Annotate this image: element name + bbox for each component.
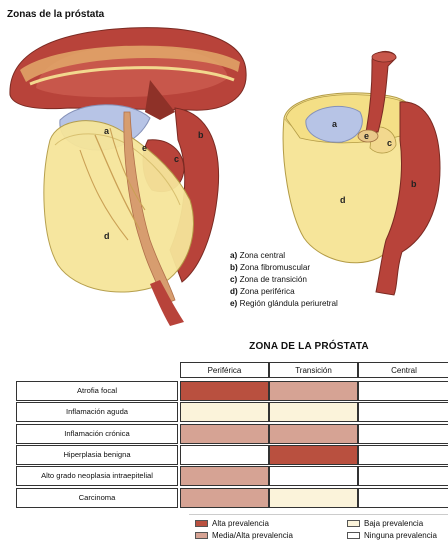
row-label: Inflamación aguda — [16, 402, 178, 422]
prevalence-cell — [180, 445, 269, 465]
zone-legend-item: b) Zona fibromuscular — [230, 262, 310, 274]
zone-legend-item: d) Zona periférica — [230, 286, 295, 298]
table-title: ZONA DE LA PRÓSTATA — [220, 341, 398, 352]
prostate-illustration: a b c d e a b c d e — [0, 0, 448, 330]
key-swatch-ninguna — [347, 532, 360, 539]
cross-section-prostate-drawing — [283, 51, 440, 295]
prevalence-cell — [358, 445, 448, 465]
zone-legend-item: c) Zona de transición — [230, 274, 307, 286]
label-c-right: c — [387, 138, 392, 148]
sagittal-prostate-drawing — [10, 28, 246, 326]
row-label: Alto grado neoplasia intraepitelial — [16, 466, 178, 486]
prevalence-cell — [358, 466, 448, 486]
row-label: Atrofia focal — [16, 381, 178, 401]
label-d-left: d — [104, 231, 110, 241]
key-label: Media/Alta prevalencia — [212, 530, 293, 541]
prevalence-cell — [269, 402, 358, 422]
prevalence-cell — [269, 424, 358, 444]
prevalence-cell — [269, 466, 358, 486]
key-label: Ninguna prevalencia — [364, 530, 437, 541]
prevalence-cell — [269, 381, 358, 401]
prevalence-cell — [180, 466, 269, 486]
label-b-right: b — [411, 179, 417, 189]
prevalence-cell — [180, 488, 269, 508]
key-label: Alta prevalencia — [212, 518, 269, 529]
row-label: Inflamación crónica — [16, 424, 178, 444]
prevalence-cell — [358, 381, 448, 401]
key-swatch-alta — [195, 520, 208, 527]
key-swatch-media-alta — [195, 532, 208, 539]
label-b-left: b — [198, 130, 204, 140]
label-e-right: e — [364, 131, 369, 141]
column-header: Periférica — [180, 362, 269, 378]
prevalence-cell — [180, 381, 269, 401]
row-label: Hiperplasia benigna — [16, 445, 178, 465]
prevalence-cell — [358, 402, 448, 422]
key-label: Baja prevalencia — [364, 518, 423, 529]
prevalence-cell — [180, 424, 269, 444]
column-header: Central — [358, 362, 448, 378]
prevalence-cell — [358, 488, 448, 508]
prevalence-cell — [358, 424, 448, 444]
key-swatch-baja — [347, 520, 360, 527]
prevalence-cell — [180, 402, 269, 422]
prevalence-cell — [269, 445, 358, 465]
zone-legend-item: e) Región glándula periuretral — [230, 298, 338, 310]
column-header: Transición — [269, 362, 358, 378]
prevalence-cell — [269, 488, 358, 508]
zone-legend-item: a) Zona central — [230, 250, 285, 262]
label-c-left: c — [174, 154, 179, 164]
row-label: Carcinoma — [16, 488, 178, 508]
label-d-right: d — [340, 195, 346, 205]
prevalence-key: Alta prevalencia Media/Alta prevalencia … — [189, 514, 448, 545]
label-e-left: e — [142, 143, 147, 153]
